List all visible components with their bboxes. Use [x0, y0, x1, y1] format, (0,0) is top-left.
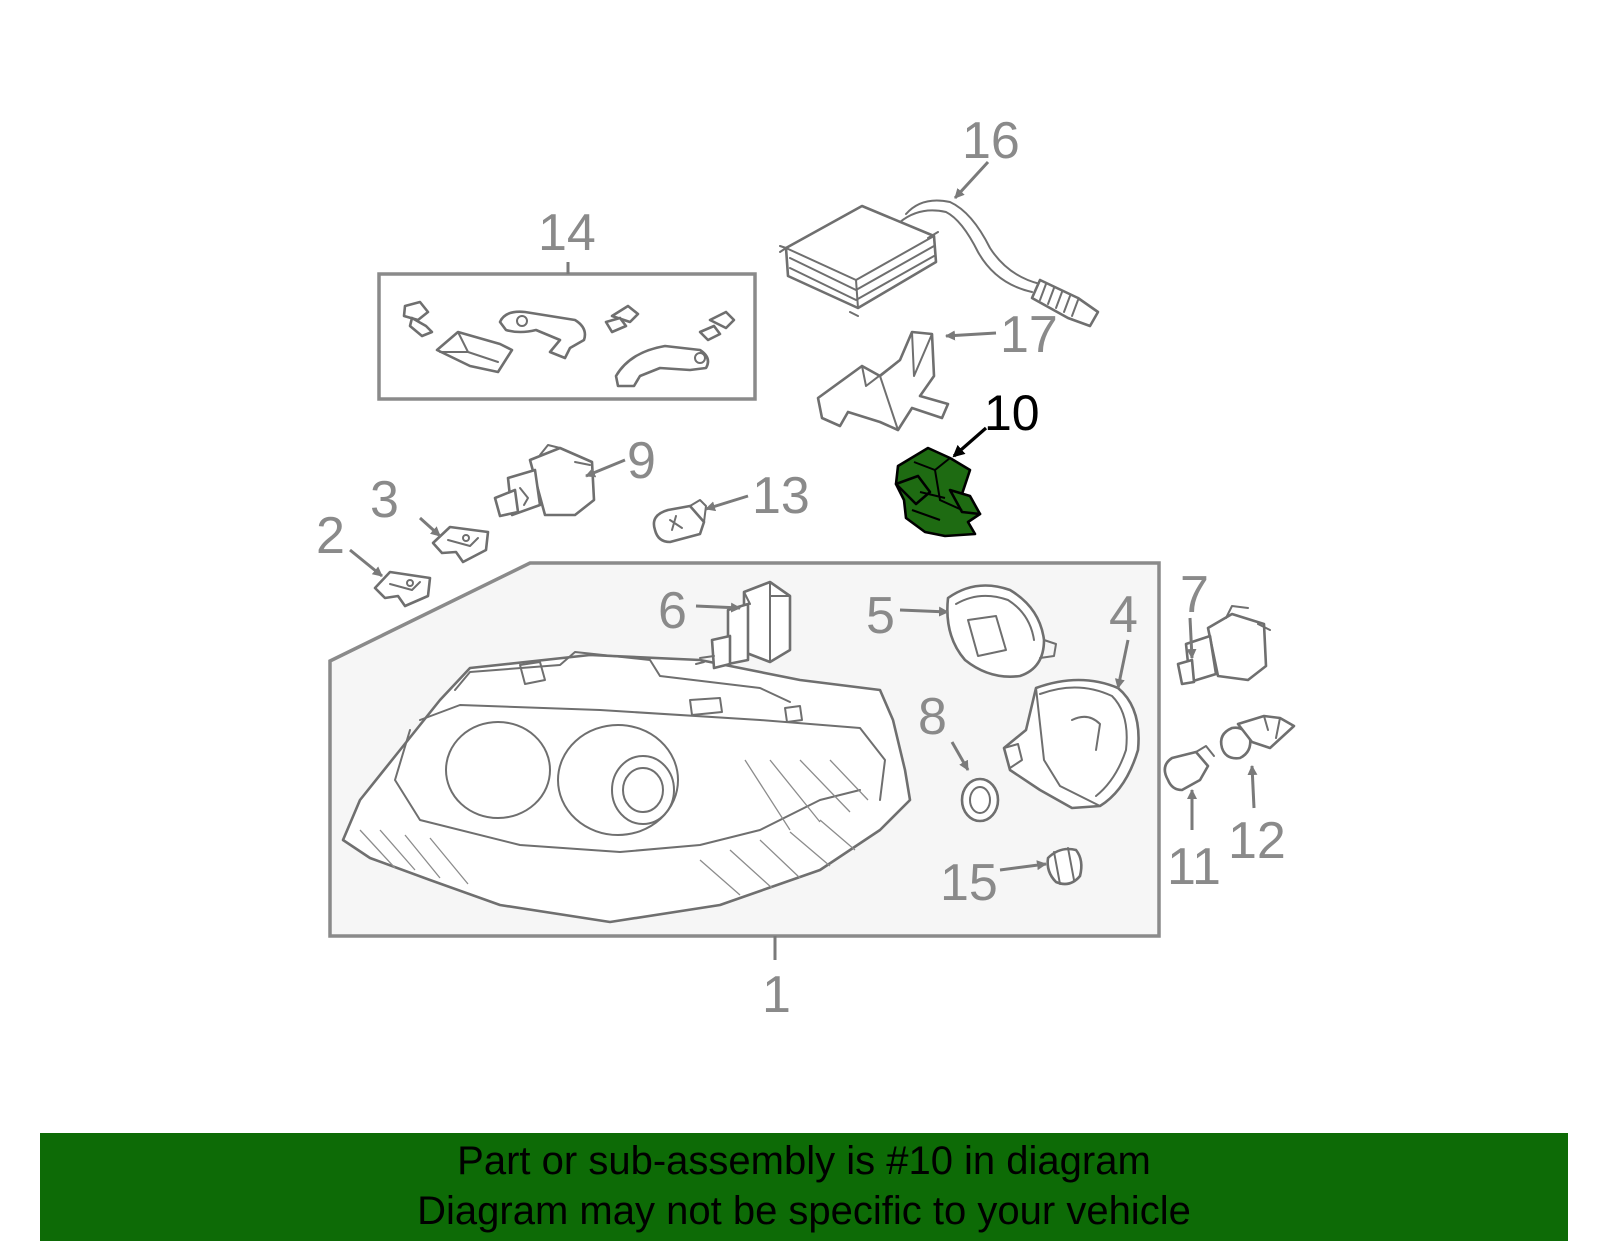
callout-16: 16 [962, 112, 1020, 170]
callout-14: 14 [538, 204, 596, 262]
callout-8: 8 [918, 688, 947, 746]
part-8-ring[interactable] [960, 777, 1000, 823]
callout-2: 2 [316, 507, 345, 565]
callout-10: 10 [984, 385, 1040, 441]
part-12-bulb[interactable] [1219, 714, 1296, 760]
part-3-clip[interactable] [431, 525, 490, 564]
callout-6: 6 [658, 582, 687, 640]
callout-5: 5 [866, 587, 895, 645]
part-15-socket[interactable] [1046, 847, 1083, 886]
part-13-bulb[interactable] [652, 499, 707, 544]
part-4-housing-cap[interactable] [1002, 678, 1140, 810]
part-17-bracket[interactable] [816, 330, 950, 432]
part-5-cover[interactable] [946, 584, 1057, 678]
part-6-socket[interactable] [695, 580, 792, 670]
callout-15: 15 [940, 854, 998, 912]
part-7-bulb[interactable] [1176, 605, 1271, 686]
part-2-clip[interactable] [373, 570, 432, 608]
callout-7: 7 [1180, 566, 1209, 624]
callout-11: 11 [1167, 838, 1221, 896]
part-11-bulb[interactable] [1163, 745, 1215, 792]
callout-13: 13 [752, 467, 810, 525]
part-10-highlighted[interactable] [894, 446, 982, 538]
callout-3: 3 [370, 471, 399, 529]
callout-1: 1 [762, 966, 791, 1024]
callout-17: 17 [1000, 306, 1058, 364]
part-16-ballast[interactable] [779, 199, 1100, 328]
banner-line-1: Part or sub-assembly is #10 in diagram [457, 1139, 1151, 1183]
info-banner: Part or sub-assembly is #10 in diagram D… [40, 1133, 1568, 1241]
banner-line-2: Diagram may not be specific to your vehi… [417, 1189, 1191, 1233]
leader-lines [349, 160, 1258, 960]
callout-12: 12 [1228, 812, 1286, 870]
callout-4: 4 [1109, 586, 1138, 644]
part-14-mounting-kit[interactable] [402, 300, 736, 388]
callout-9: 9 [627, 432, 656, 490]
part-9-bulb[interactable] [493, 444, 596, 518]
